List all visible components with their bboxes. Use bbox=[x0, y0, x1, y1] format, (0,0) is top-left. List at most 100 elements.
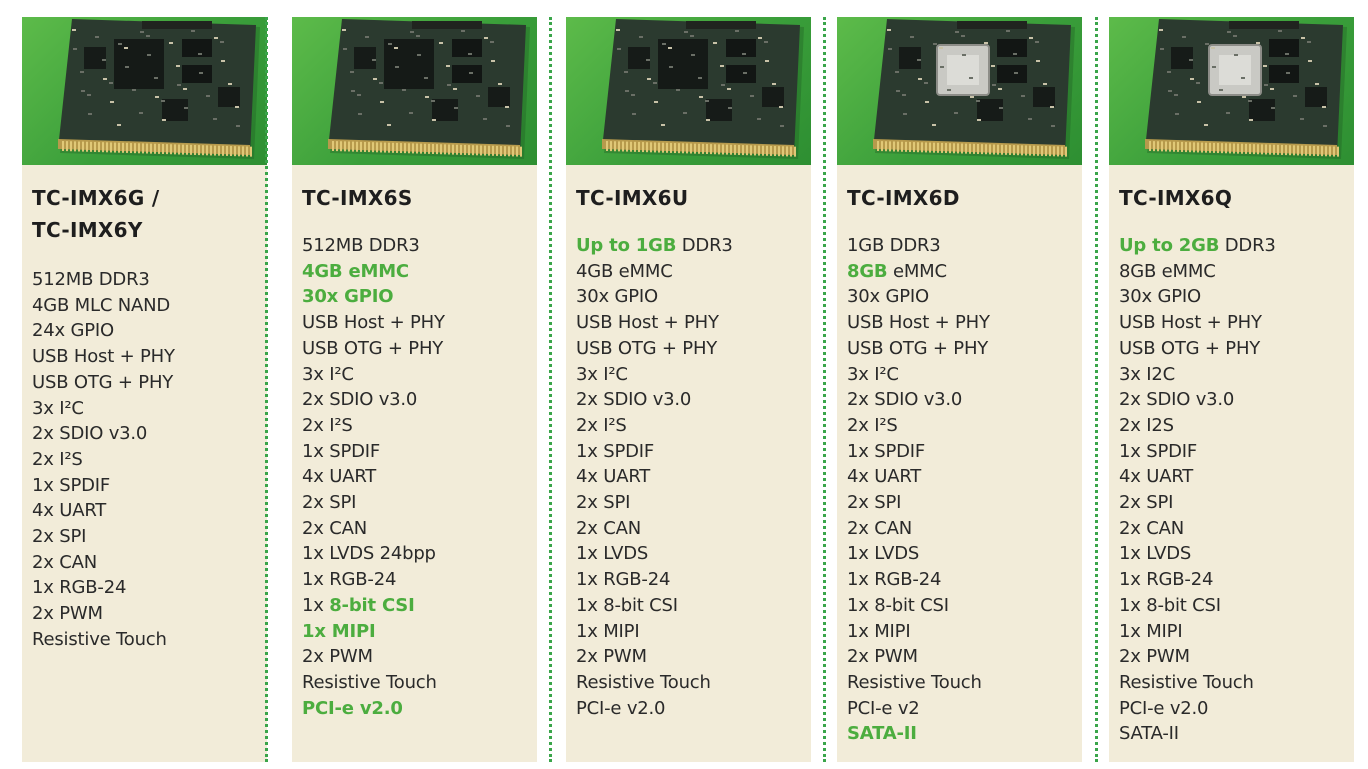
spec-item: Resistive Touch bbox=[576, 670, 806, 696]
spec-item: PCI-e v2.0 bbox=[576, 696, 806, 722]
spec-item: 2x SPI bbox=[302, 490, 532, 516]
spec-item: 2x CAN bbox=[302, 516, 532, 542]
spec-text: PCI-e v2 bbox=[847, 697, 920, 719]
spec-item: 30x GPIO bbox=[1119, 284, 1349, 310]
spec-text: 1x MIPI bbox=[847, 620, 911, 642]
spec-item: USB Host + PHY bbox=[1119, 310, 1349, 336]
spec-text: PCI-e v2.0 bbox=[1119, 697, 1209, 719]
spec-item: USB Host + PHY bbox=[847, 310, 1077, 336]
spec-item: 2x PWM bbox=[576, 644, 806, 670]
spec-item: 24x GPIO bbox=[32, 318, 262, 344]
spec-text: 2x SDIO v3.0 bbox=[32, 423, 148, 445]
spec-item: 1x 8-bit CSI bbox=[847, 593, 1077, 619]
spec-text: 2x SPI bbox=[1119, 492, 1174, 514]
spec-item: 2x SDIO v3.0 bbox=[1119, 387, 1349, 413]
spec-highlight: PCI-e v2.0 bbox=[302, 697, 403, 719]
spec-item: 2x SDIO v3.0 bbox=[847, 387, 1077, 413]
spec-text: Resistive Touch bbox=[32, 628, 167, 650]
spec-item: Resistive Touch bbox=[302, 670, 532, 696]
spec-item: 8GB eMMC bbox=[847, 259, 1077, 285]
spec-text: 1x RGB-24 bbox=[1119, 569, 1214, 591]
title-line: TC-IMX6S bbox=[302, 186, 413, 210]
spec-text: 8GB eMMC bbox=[1119, 260, 1216, 282]
module-board-image bbox=[873, 19, 1075, 159]
spec-text: 3x I²C bbox=[576, 363, 628, 385]
spec-item: 1x RGB-24 bbox=[32, 575, 262, 601]
spec-highlight: SATA-II bbox=[847, 723, 917, 745]
spec-text: USB Host + PHY bbox=[1119, 312, 1262, 334]
spec-item: 30x GPIO bbox=[847, 284, 1077, 310]
spec-text: 3x I²C bbox=[32, 397, 84, 419]
spec-text: 2x SPI bbox=[32, 526, 87, 548]
title-line: TC-IMX6D bbox=[847, 186, 960, 210]
spec-text: 2x PWM bbox=[847, 646, 918, 668]
spec-highlight: 30x GPIO bbox=[302, 286, 394, 308]
spec-text: 2x SDIO v3.0 bbox=[576, 389, 692, 411]
spec-item: 1x SPDIF bbox=[847, 439, 1077, 465]
spec-item: 512MB DDR3 bbox=[302, 233, 532, 259]
spec-text: 1x LVDS bbox=[1119, 543, 1192, 565]
spec-text: 2x PWM bbox=[576, 646, 647, 668]
spec-text: eMMC bbox=[887, 260, 947, 282]
spec-item: 3x I2C bbox=[1119, 362, 1349, 388]
spec-item: 2x SDIO v3.0 bbox=[302, 387, 532, 413]
spec-text: 2x PWM bbox=[1119, 646, 1190, 668]
spec-item: 1x RGB-24 bbox=[576, 567, 806, 593]
spec-item: Resistive Touch bbox=[847, 670, 1077, 696]
spec-text: USB Host + PHY bbox=[847, 312, 990, 334]
spec-text: 512MB DDR3 bbox=[32, 269, 150, 290]
spec-item: 1x LVDS bbox=[1119, 541, 1349, 567]
spec-highlight: 8GB bbox=[847, 260, 888, 282]
spec-text: 1x MIPI bbox=[576, 620, 640, 642]
spec-item: 1x RGB-24 bbox=[1119, 567, 1349, 593]
title-line: TC-IMX6U bbox=[576, 186, 689, 210]
spec-item: 30x GPIO bbox=[576, 284, 806, 310]
spec-item: 1x LVDS bbox=[576, 541, 806, 567]
spec-text: 3x I²C bbox=[847, 363, 899, 385]
spec-item: 8GB eMMC bbox=[1119, 259, 1349, 285]
spec-text: 2x I²S bbox=[847, 414, 898, 436]
spec-text: 24x GPIO bbox=[32, 320, 114, 342]
spec-text: 1x LVDS bbox=[847, 543, 920, 565]
spec-item: 4x UART bbox=[1119, 464, 1349, 490]
spec-text: 4x UART bbox=[32, 500, 107, 522]
spec-text: USB Host + PHY bbox=[302, 312, 445, 334]
spec-item: 2x SPI bbox=[576, 490, 806, 516]
spec-item: 4GB eMMC bbox=[576, 259, 806, 285]
spec-text: 3x I2C bbox=[1119, 363, 1175, 385]
column-divider bbox=[1095, 17, 1098, 762]
spec-text: 4x UART bbox=[302, 466, 377, 488]
spec-item: Resistive Touch bbox=[1119, 670, 1349, 696]
spec-item: USB OTG + PHY bbox=[32, 370, 262, 396]
spec-text: 1x RGB-24 bbox=[847, 569, 942, 591]
spec-item: USB Host + PHY bbox=[302, 310, 532, 336]
spec-item: 1x MIPI bbox=[576, 619, 806, 645]
spec-item: 1x 8-bit CSI bbox=[1119, 593, 1349, 619]
spec-item: 1x MIPI bbox=[847, 619, 1077, 645]
spec-text: 1x SPDIF bbox=[302, 440, 381, 462]
spec-text: 1x SPDIF bbox=[847, 440, 926, 462]
spec-text: 1x RGB-24 bbox=[32, 577, 127, 599]
spec-text: USB Host + PHY bbox=[32, 346, 175, 368]
spec-text: 2x SDIO v3.0 bbox=[302, 389, 418, 411]
product-title: TC-IMX6Q bbox=[1119, 182, 1344, 214]
spec-item: PCI-e v2.0 bbox=[1119, 696, 1349, 722]
title-line: TC-IMX6Q bbox=[1119, 186, 1233, 210]
spec-text: SATA-II bbox=[1119, 723, 1179, 745]
spec-text: 4x UART bbox=[576, 466, 651, 488]
spec-text: 1x bbox=[302, 594, 330, 616]
spec-highlight: 4GB eMMC bbox=[302, 260, 409, 282]
spec-text: 2x I²S bbox=[302, 414, 353, 436]
spec-item: Up to 1GB DDR3 bbox=[576, 233, 806, 259]
spec-item: USB OTG + PHY bbox=[302, 336, 532, 362]
spec-item: 4x UART bbox=[32, 498, 262, 524]
spec-item: 2x I²S bbox=[302, 413, 532, 439]
spec-text: 1GB DDR3 bbox=[847, 235, 941, 256]
spec-text: 1x MIPI bbox=[1119, 620, 1183, 642]
spec-text: 1x 8-bit CSI bbox=[1119, 594, 1221, 616]
